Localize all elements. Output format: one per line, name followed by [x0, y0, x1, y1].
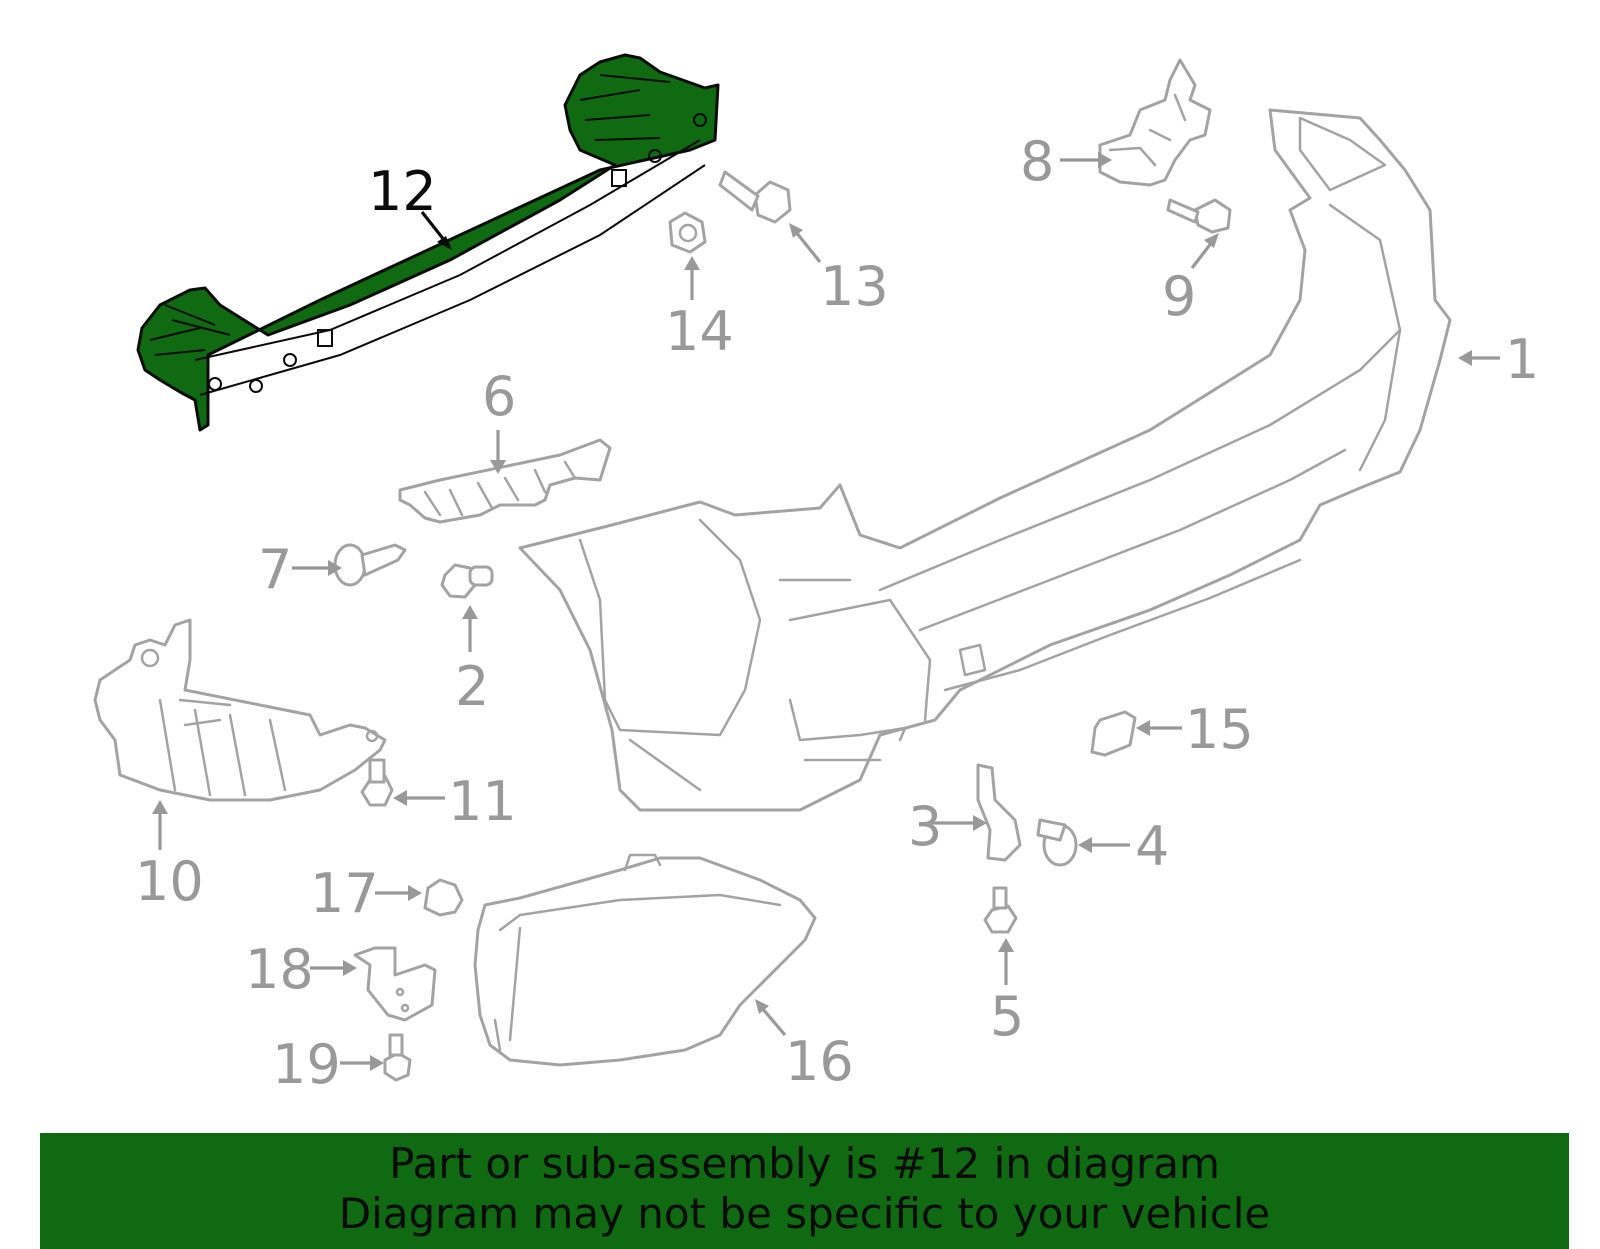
parts-diagram: 12 1 2 3 4 5 6 7 8 9 10 11 13 14 15 16 1…	[93, 53, 1539, 1096]
callout-17: 17	[310, 862, 379, 925]
callout-13: 13	[820, 255, 889, 318]
part-12-reinforcement-bar	[136, 53, 720, 432]
part-7-push-pin	[333, 543, 407, 587]
part-6-bracket	[398, 438, 612, 524]
part-4-clip	[1036, 818, 1078, 867]
callout-9: 9	[1162, 265, 1196, 328]
part-5-clip	[983, 886, 1018, 934]
part-18-bracket	[353, 946, 437, 1022]
banner-line-1: Part or sub-assembly is #12 in diagram	[389, 1139, 1220, 1188]
callout-19: 19	[272, 1033, 341, 1096]
callout-16: 16	[785, 1030, 854, 1093]
callout-2: 2	[455, 655, 489, 718]
part-1-bumper-cover	[518, 108, 1452, 812]
callout-6: 6	[482, 365, 516, 428]
part-8-bracket	[1098, 58, 1212, 187]
callout-15: 15	[1185, 698, 1254, 761]
part-3-bracket	[976, 763, 1022, 862]
callout-14: 14	[665, 300, 734, 363]
callout-8: 8	[1020, 130, 1054, 193]
callout-11: 11	[448, 770, 517, 833]
part-9-bolt	[1166, 198, 1232, 234]
part-11-clip	[360, 758, 394, 807]
leader-arrows	[152, 152, 1500, 1071]
part-19-bolt	[383, 1033, 412, 1082]
callout-3: 3	[908, 795, 942, 858]
part-17-cap	[423, 878, 464, 917]
part-10-bracket	[93, 618, 387, 802]
callout-10: 10	[135, 850, 204, 913]
callout-12: 12	[368, 160, 437, 223]
info-banner: Part or sub-assembly is #12 in diagram D…	[40, 1133, 1569, 1249]
callout-7: 7	[258, 538, 292, 601]
callout-5: 5	[990, 985, 1024, 1048]
part-16-lamp	[473, 853, 817, 1067]
part-13-bolt	[718, 170, 792, 224]
banner-line-2: Diagram may not be specific to your vehi…	[338, 1189, 1271, 1238]
callout-18: 18	[245, 938, 314, 1001]
callout-4: 4	[1135, 815, 1169, 878]
part-15-cap	[1090, 710, 1137, 757]
callout-1: 1	[1505, 328, 1539, 391]
part-2-screw	[440, 563, 494, 599]
part-14-nut	[668, 211, 707, 254]
